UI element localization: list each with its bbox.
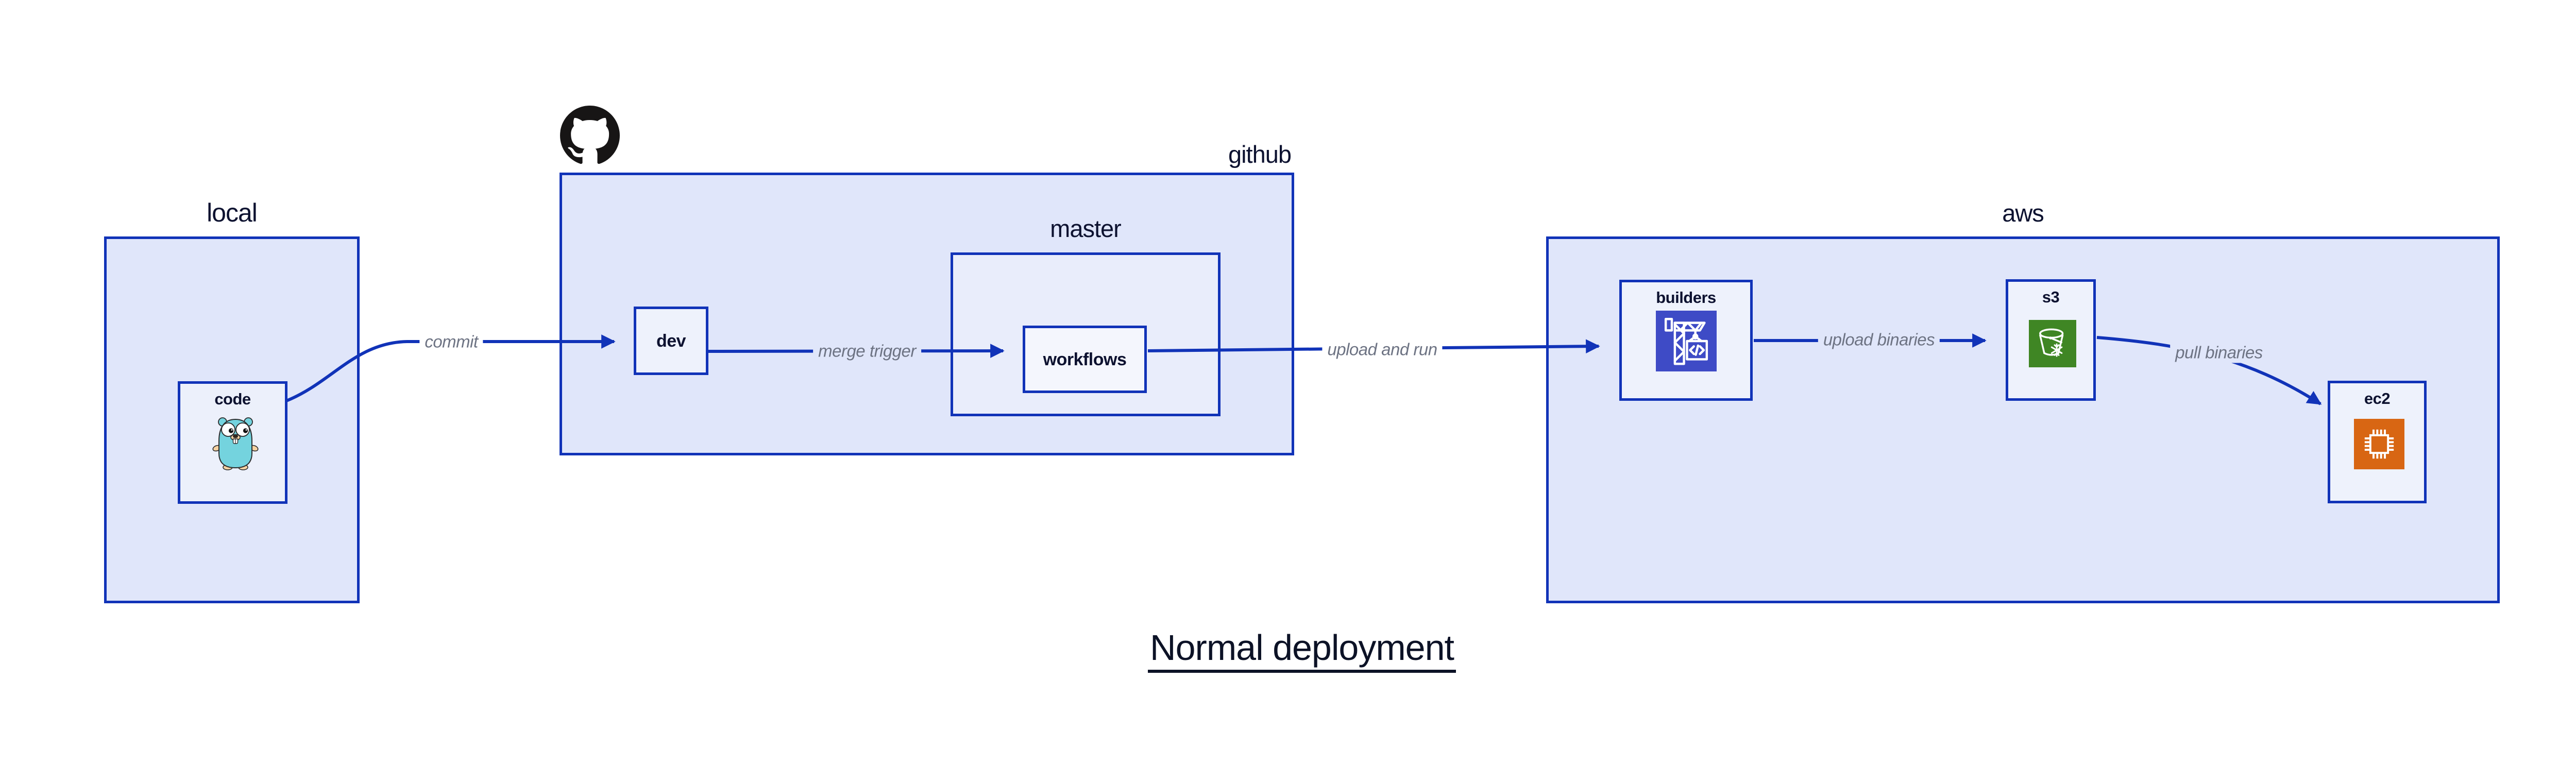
- node-code-label: code: [214, 390, 251, 408]
- edge-label-commit: commit: [419, 331, 483, 352]
- s3-glacier-bucket-icon: [2029, 320, 2076, 370]
- diagram-title: Normal deployment: [0, 630, 2576, 673]
- edge-label-merge-trigger: merge trigger: [813, 340, 921, 362]
- node-builders: builders: [1619, 280, 1753, 401]
- edge-label-pull-binaries: pull binaries: [2170, 342, 2268, 363]
- github-octocat-icon: [560, 105, 620, 168]
- codebuild-crane-icon: [1656, 311, 1717, 374]
- cluster-master-label: master: [1050, 215, 1122, 242]
- node-ec2: ec2: [2328, 381, 2427, 503]
- cluster-github-label: github: [1228, 141, 1292, 168]
- node-ec2-label: ec2: [2364, 389, 2391, 408]
- node-builders-label: builders: [1656, 288, 1716, 307]
- node-workflows: workflows: [1023, 326, 1147, 393]
- node-workflows-label: workflows: [1043, 349, 1127, 369]
- edge-commit: [285, 334, 616, 402]
- edge-label-upload-and-run: upload and run: [1322, 338, 1443, 360]
- node-s3-label: s3: [2042, 288, 2060, 306]
- go-gopher-icon: [212, 414, 259, 474]
- node-s3: s3: [2006, 279, 2096, 401]
- diagram-title-text: Normal deployment: [1148, 630, 1456, 673]
- cluster-local-label: local: [207, 198, 258, 227]
- cluster-aws-label: aws: [2002, 199, 2044, 227]
- ec2-chip-icon: [2354, 419, 2404, 472]
- node-dev-label: dev: [656, 331, 686, 351]
- node-dev: dev: [634, 307, 708, 375]
- node-code: code: [178, 381, 287, 504]
- edge-label-upload-binaries: upload binaries: [1818, 329, 1940, 350]
